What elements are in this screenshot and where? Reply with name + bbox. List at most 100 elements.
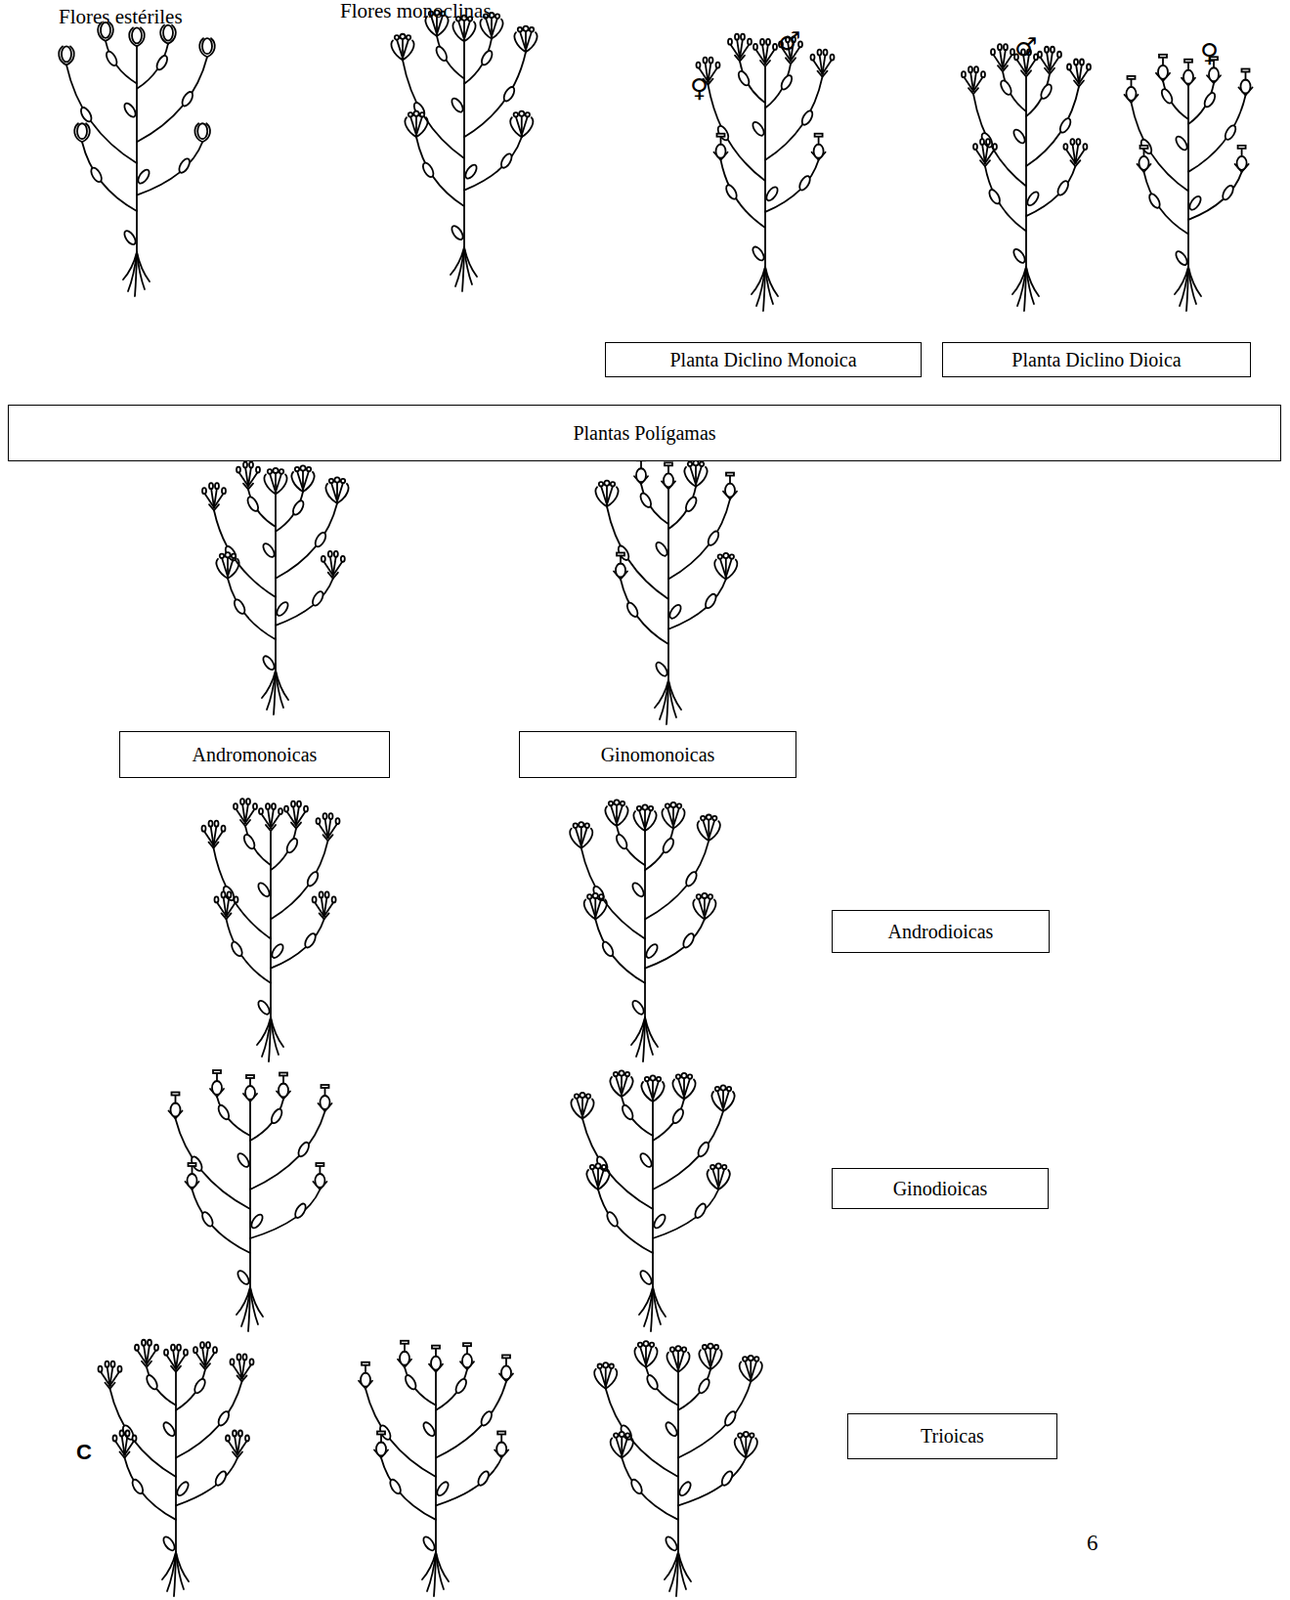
anther: [215, 896, 219, 903]
petal: [581, 828, 594, 849]
sex-symbol: ♂: [1014, 33, 1037, 62]
bud: [61, 45, 72, 62]
leaf: [161, 1419, 177, 1438]
branch: [595, 918, 645, 983]
stigma: [579, 1092, 585, 1098]
stamen: [324, 896, 328, 916]
root: [645, 1017, 658, 1047]
stigma: [670, 802, 676, 808]
anther: [215, 820, 219, 827]
stigma: [603, 480, 609, 486]
root: [435, 1551, 449, 1582]
leaf: [638, 1268, 654, 1287]
petal: [711, 1091, 724, 1112]
branch: [973, 93, 1027, 186]
anther: [243, 1353, 248, 1360]
petal: [718, 1169, 731, 1190]
branch: [605, 1388, 679, 1477]
petal: [402, 40, 415, 60]
pistil: [645, 1345, 647, 1366]
flower: [236, 462, 260, 490]
stigma: [497, 1430, 506, 1434]
sex-symbol: ♀: [1200, 39, 1219, 68]
stamen: [175, 1349, 179, 1370]
flower: [634, 1340, 657, 1368]
anther: [688, 1074, 692, 1078]
anther: [495, 13, 500, 18]
anther: [171, 1344, 175, 1351]
leaf: [305, 869, 321, 888]
flower: [666, 1345, 689, 1373]
leaf: [434, 1479, 451, 1498]
flower: [586, 1162, 609, 1190]
flower: [723, 473, 737, 500]
box-label: Planta Diclino Dioica: [1011, 348, 1181, 372]
stigma: [413, 111, 419, 117]
anther: [111, 1361, 116, 1368]
anther: [992, 143, 997, 150]
flower: [1037, 46, 1062, 75]
stamen: [269, 473, 276, 492]
anther: [702, 1344, 707, 1349]
leaf: [1147, 192, 1162, 211]
leaf: [629, 1477, 645, 1496]
anther: [728, 39, 732, 45]
petal: [275, 473, 288, 494]
anther: [754, 1356, 759, 1361]
plant: [358, 1340, 514, 1596]
stem: [174, 1372, 177, 1552]
leaf: [778, 73, 794, 91]
anther: [986, 138, 990, 145]
anther: [718, 554, 723, 559]
leaf: [1139, 137, 1155, 156]
flower: [202, 482, 226, 511]
petal: [595, 899, 607, 919]
style: [619, 556, 622, 564]
anther: [221, 891, 226, 898]
flower: [570, 1092, 594, 1119]
petal: [621, 1076, 634, 1097]
style: [667, 465, 670, 473]
leaf: [229, 940, 245, 958]
stigma: [578, 821, 584, 827]
leaf: [1025, 189, 1041, 208]
anther: [990, 48, 995, 55]
stamen: [645, 810, 651, 829]
petal: [695, 467, 708, 487]
anther: [703, 57, 708, 64]
stigma: [642, 804, 647, 810]
petal: [616, 806, 629, 826]
stamen: [396, 39, 403, 58]
petal: [325, 483, 338, 504]
flower: [1156, 54, 1170, 82]
leaf: [1173, 249, 1190, 267]
stamen: [601, 485, 607, 505]
leaf: [625, 601, 641, 619]
flower: [397, 1340, 412, 1368]
anther: [221, 487, 226, 494]
anther: [200, 1341, 205, 1348]
anther: [202, 487, 207, 494]
stamen: [516, 116, 522, 135]
stigma: [595, 1162, 601, 1168]
petal: [416, 117, 429, 137]
anther: [613, 1072, 618, 1076]
anther: [120, 1429, 125, 1436]
petal: [598, 1169, 610, 1190]
anther: [316, 817, 321, 824]
anther: [700, 816, 705, 820]
petal: [621, 1437, 634, 1458]
flower: [734, 1431, 758, 1459]
stamen: [237, 1434, 241, 1455]
anther: [625, 1072, 630, 1076]
pistil: [672, 807, 675, 827]
stigma: [518, 111, 524, 117]
branch: [275, 503, 338, 579]
ovary: [462, 1353, 473, 1368]
anther: [329, 478, 334, 483]
style: [1241, 148, 1244, 157]
petal: [678, 1352, 690, 1373]
anther: [823, 49, 828, 56]
